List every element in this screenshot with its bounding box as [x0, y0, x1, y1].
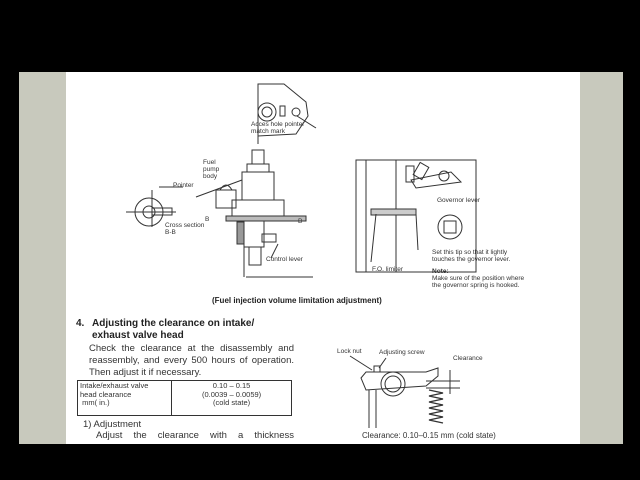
label-governor-lever: Governor lever — [437, 197, 480, 204]
step-text: Adjust the clearance with a thickness — [96, 430, 294, 441]
clearance-spec-table: Intake/exhaust valve head clearance mm( … — [76, 380, 292, 416]
label-pointer: Pointer — [173, 182, 194, 189]
section-title-line2: exhaust valve head — [92, 330, 184, 341]
pump-top-detail — [257, 83, 317, 144]
section-intro: Check the clearance at the disassembly a… — [89, 343, 294, 378]
label-control-lever: Control lever — [266, 256, 303, 263]
label-clearance: Clearance — [453, 355, 483, 362]
label-fuel-pump-body: Fuel pump body — [203, 159, 220, 180]
cross-section-diagram — [126, 186, 183, 227]
fuel-pump-body — [195, 149, 313, 278]
label-adjusting-screw: Adjusting screw — [379, 349, 425, 356]
label-fo-limiter: F.O. limiter — [372, 266, 404, 273]
label-cross-section: Cross section B-B — [165, 222, 205, 236]
valve-rocker-diagram — [349, 355, 460, 428]
label-b-left: B — [205, 216, 210, 223]
valve-figure-footer: Clearance: 0.10–0.15 mm (cold state) — [362, 431, 496, 440]
document-page: Acces hole pointer match mark Fuel pump … — [66, 72, 580, 444]
note-title: Note: — [432, 268, 449, 275]
figure-caption: (Fuel injection volume limitation adjust… — [212, 296, 382, 305]
note-text: Make sure of the position where the gove… — [432, 275, 525, 289]
section-number: 4. — [76, 318, 85, 329]
section-title-line1: Adjusting the clearance on intake/ — [92, 318, 255, 329]
label-b-right: B — [298, 218, 303, 225]
step-title: 1) Adjustment — [83, 419, 142, 430]
viewer-bottom-bar — [0, 444, 640, 480]
spec-label: Intake/exhaust valve head clearance mm( … — [76, 380, 173, 416]
label-set-tip: Set this tip so that it lightly touches … — [432, 249, 511, 263]
label-lock-nut: Lock nut — [337, 348, 362, 355]
spec-value: 0.10 – 0.15 (0.0039 – 0.0059) (cold stat… — [171, 380, 292, 416]
table-row: Intake/exhaust valve head clearance mm( … — [76, 380, 292, 416]
governor-diagram — [355, 159, 477, 273]
technical-diagrams — [126, 83, 477, 428]
label-access-hole: Acces hole pointer match mark — [251, 121, 305, 135]
